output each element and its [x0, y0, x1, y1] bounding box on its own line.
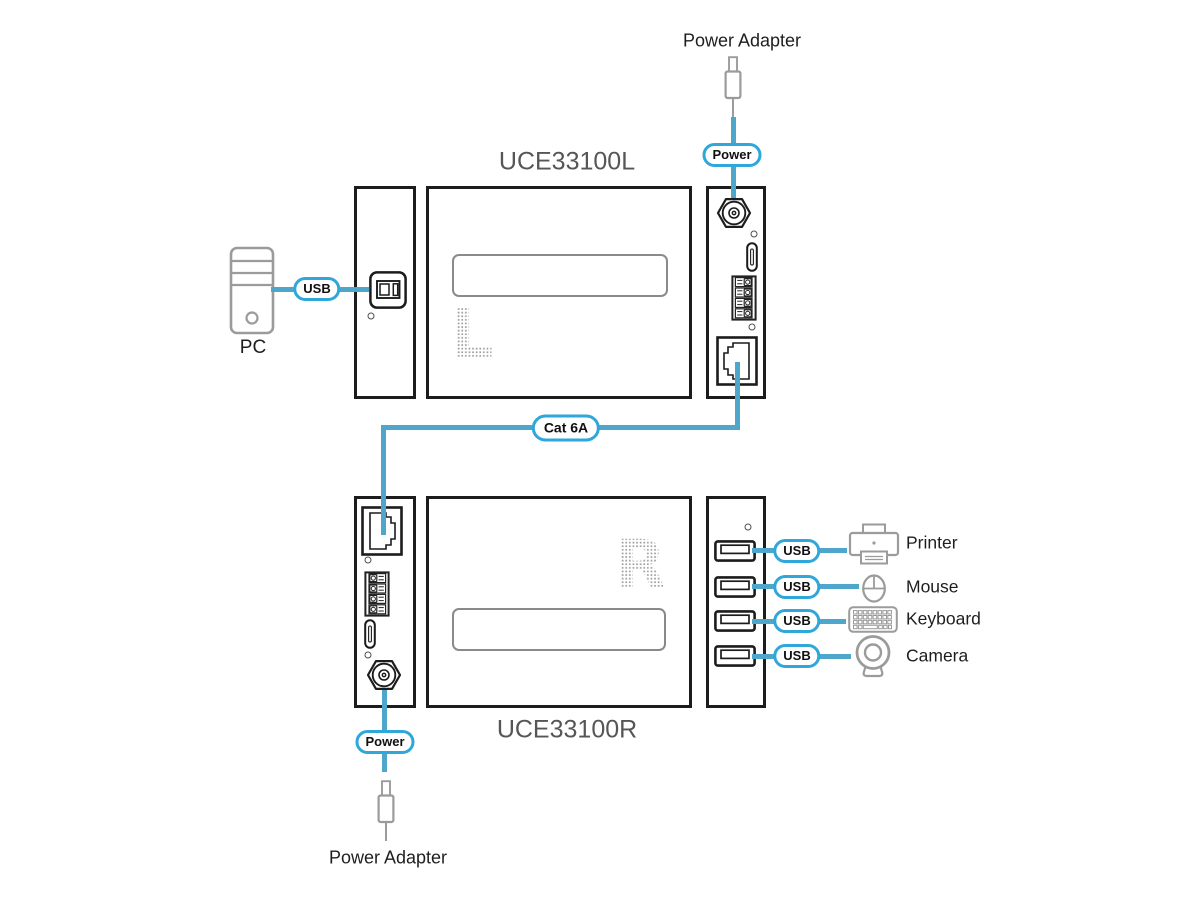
- power-adapter-label-top: Power Adapter: [682, 30, 802, 51]
- power-pill-top: Power: [702, 143, 762, 167]
- webcam-icon: [855, 635, 891, 678]
- dotted-letter-l: L: [450, 304, 493, 362]
- uce33100r-title: UCE33100R: [496, 715, 638, 744]
- usb-c-port-icon-bottom: [364, 619, 376, 649]
- uce33100r-main-panel: [426, 496, 692, 708]
- led-indicator: [367, 312, 375, 320]
- svg-text:L: L: [450, 304, 493, 362]
- power-pill-bottom: Power: [355, 730, 415, 754]
- usb-a-port-icon: [714, 645, 756, 667]
- mouse-label: Mouse: [906, 576, 959, 597]
- power-adapter-plug-icon-top: [724, 56, 742, 117]
- usb-pill-mouse: USB: [773, 575, 821, 599]
- mouse-icon: [862, 574, 886, 603]
- led-indicator: [750, 230, 758, 238]
- led-indicator: [364, 556, 372, 564]
- usb-pill-pc: USB: [293, 277, 341, 301]
- uce33100r-faceplate: [452, 608, 666, 651]
- led-indicator: [364, 651, 372, 659]
- power-adapter-label-bottom: Power Adapter: [328, 847, 448, 868]
- usb-a-port-icon: [714, 576, 756, 598]
- printer-icon: [848, 523, 900, 565]
- terminal-block-icon-top: [731, 275, 757, 321]
- cable-cat6a-left-drop: [381, 425, 386, 535]
- usb-b-port-icon: [369, 271, 407, 309]
- power-adapter-plug-icon-bottom: [377, 780, 395, 841]
- dotted-letter-r: R: [614, 534, 666, 594]
- uce33100l-faceplate: [452, 254, 668, 297]
- terminal-block-icon-bottom: [364, 571, 390, 617]
- pc-tower-icon: [229, 246, 275, 335]
- usb-a-port-icon: [714, 540, 756, 562]
- usb-c-port-icon-top: [746, 242, 758, 272]
- camera-label: Camera: [906, 645, 969, 666]
- keyboard-label: Keyboard: [906, 608, 981, 629]
- usb-pill-camera: USB: [773, 644, 821, 668]
- cable-cat6a-right-drop: [735, 362, 740, 428]
- uce33100l-title: UCE33100L: [498, 147, 636, 176]
- led-indicator: [748, 323, 756, 331]
- svg-text:R: R: [614, 534, 666, 594]
- usb-pill-printer: USB: [773, 539, 821, 563]
- pc-label: PC: [239, 337, 267, 358]
- printer-label: Printer: [906, 532, 958, 553]
- usb-a-port-icon: [714, 610, 756, 632]
- uce33100r-right-panel: [706, 496, 766, 708]
- usb-pill-keyboard: USB: [773, 609, 821, 633]
- dc-power-jack-icon-bottom: [366, 659, 402, 690]
- dc-power-jack-icon-top: [716, 197, 752, 228]
- cat6a-pill: Cat 6A: [531, 414, 601, 442]
- keyboard-icon: [848, 606, 898, 633]
- led-indicator: [744, 523, 752, 531]
